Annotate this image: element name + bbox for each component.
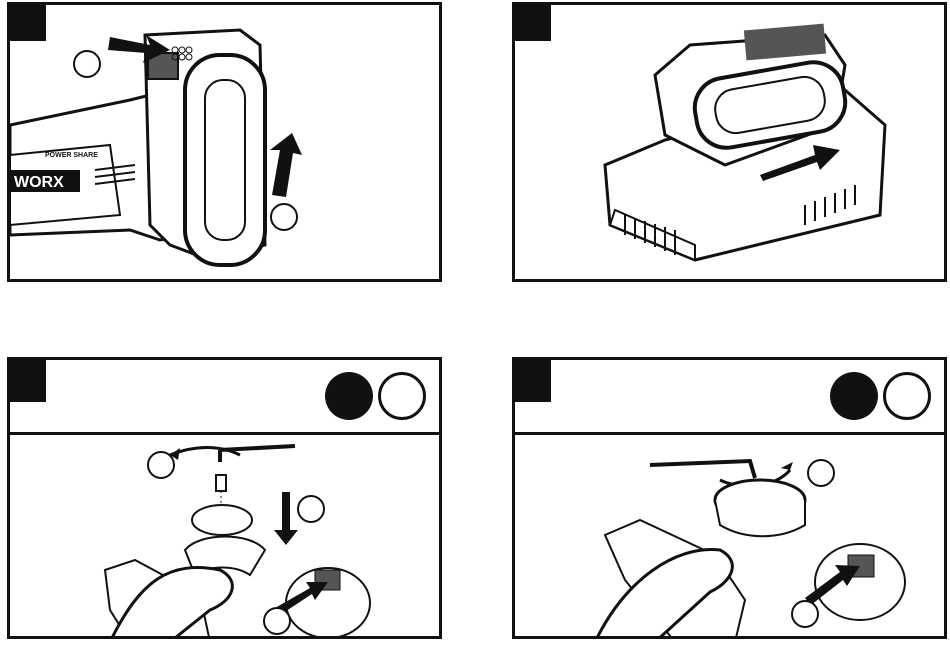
brand-logo: WORX — [14, 174, 64, 191]
callout-1 — [147, 451, 175, 479]
down-arrow — [274, 492, 298, 545]
cutting-disc — [192, 505, 252, 535]
panel-remove-battery: WORX POWER SHARE — [7, 2, 442, 282]
tool-label: POWER SHARE — [45, 152, 98, 159]
grinder-battery-illustration: WORX POWER SHARE — [10, 5, 442, 282]
callout-3 — [263, 607, 291, 635]
charger-illustration — [515, 5, 947, 282]
callout-2 — [791, 600, 819, 628]
panel-install-disc — [7, 357, 442, 639]
hex-key — [650, 461, 755, 478]
callout-2 — [297, 495, 325, 523]
disc-install-illustration — [10, 360, 442, 639]
slide-out-arrow — [270, 133, 302, 197]
panel-charge-battery — [512, 2, 947, 282]
panel-tighten-flange — [512, 357, 947, 639]
callout-1 — [73, 50, 101, 78]
callout-1 — [807, 459, 835, 487]
flange-tighten-illustration — [515, 360, 947, 639]
hex-key — [220, 446, 295, 462]
callout-2 — [270, 203, 298, 231]
